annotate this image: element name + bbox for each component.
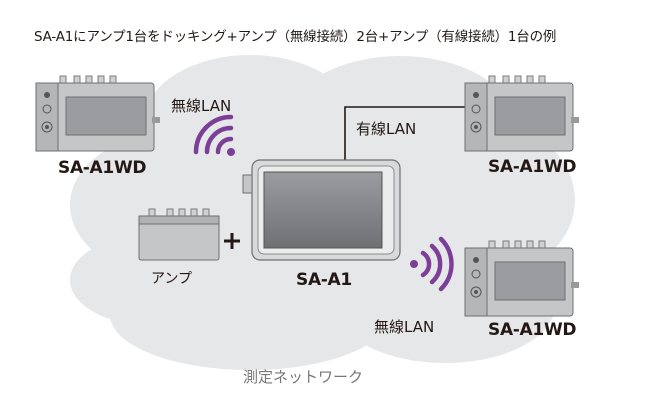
wifi-icon-bottom	[410, 236, 454, 292]
sa-a1wd-device-top-right	[464, 75, 579, 152]
sa-a1-label: SA-A1	[296, 270, 352, 290]
sa-a1wd-label-bottom-right: SA-A1WD	[488, 320, 577, 340]
wireless-lan-label-bottom: 無線LAN	[374, 318, 435, 336]
measurement-network-label: 測定ネットワーク	[243, 368, 364, 386]
wireless-lan-label-top: 無線LAN	[171, 97, 232, 115]
amp-device	[138, 208, 220, 261]
wifi-icon-top	[193, 114, 235, 156]
diagram-title: SA-A1にアンプ1台をドッキング+アンプ（無線接続）2台+アンプ（有線接続）1…	[34, 29, 557, 45]
sa-a1wd-device-bottom-right	[464, 240, 579, 317]
sa-a1-tablet	[242, 159, 401, 261]
sa-a1wd-device-top-left	[35, 75, 160, 152]
amp-label: アンプ	[151, 271, 193, 287]
wired-lan-label: 有線LAN	[356, 120, 417, 138]
wired-lan-line	[344, 106, 470, 160]
sa-a1wd-label-top-right: SA-A1WD	[488, 157, 577, 177]
plus-sign	[224, 233, 240, 249]
sa-a1wd-label-top-left: SA-A1WD	[58, 158, 147, 178]
